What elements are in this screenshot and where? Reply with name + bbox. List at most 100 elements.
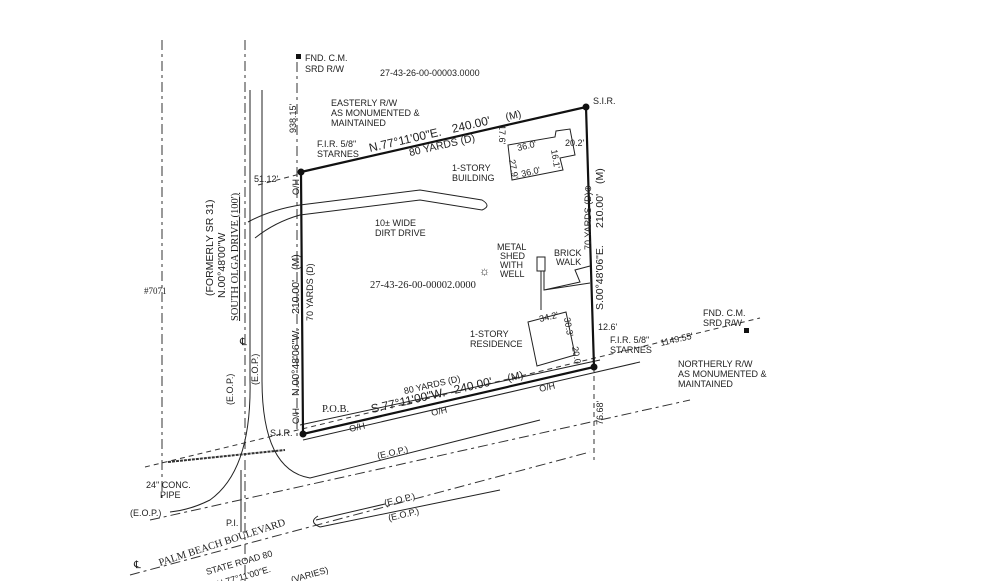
overhead-line-2	[302, 361, 641, 441]
dim-51: 51.12'	[254, 174, 279, 184]
olga-bearing: N.00°48'00"W	[216, 233, 228, 298]
dirt-drive-label-2: DIRT DRIVE	[375, 228, 426, 238]
parcel-subject-id: 27-43-26-00-00002.0000	[370, 280, 476, 291]
oh-label-3: O/H	[348, 421, 366, 434]
pipe-label: 24" CONC.	[146, 480, 191, 490]
parcel-north-id: 27-43-26-00-00003.0000	[380, 68, 480, 78]
north-measured: (M)	[504, 108, 522, 123]
olga-eop-west	[169, 90, 251, 513]
res-dim-30: 30.3'	[562, 317, 575, 338]
res-dim-12: 12.6'	[598, 322, 618, 332]
walk-label-2: WALK	[556, 257, 581, 267]
eop-label: (E.O.P.)	[376, 444, 409, 461]
olga-eop-west-label: (E.O.P.)	[225, 374, 235, 405]
fir-nw-label-2: STARNES	[317, 149, 359, 159]
building-label: 1-STORY	[452, 163, 491, 173]
overhead-line	[299, 359, 601, 426]
east-measured: (M)	[594, 168, 606, 184]
residence-label: 1-STORY	[470, 329, 509, 339]
concrete-pipe	[167, 449, 286, 463]
brick-walk	[540, 265, 591, 310]
sir-sw-marker	[299, 430, 307, 438]
ref-number: #7071	[144, 286, 167, 296]
dim-1149: 1149.55'	[659, 331, 694, 348]
oh-label: O/H	[430, 405, 448, 418]
palm-eop-2	[319, 489, 501, 528]
shed-label-4: WELL	[500, 269, 525, 279]
residence-label-2: RESIDENCE	[470, 339, 523, 349]
palm-centerline-symbol: ℄	[133, 559, 141, 571]
dirt-drive-label: 10± WIDE	[375, 218, 416, 228]
bldg-dim-27: 27.9'	[507, 159, 520, 180]
bldg-dim-36-bottom: 36.0'	[520, 165, 541, 179]
one-story-building	[507, 128, 576, 181]
palm-centerline	[129, 451, 591, 576]
olga-road-name: SOUTH OLGA DRIVE (100')	[230, 192, 241, 321]
fir-se-label: F.I.R. 5/8"	[610, 335, 649, 345]
shed-label: METAL	[497, 242, 526, 252]
res-dim-34: 34.2'	[538, 310, 559, 324]
west-measured: (M)	[290, 254, 302, 270]
easterly-rw-note-2: AS MONUMENTED &	[331, 108, 420, 118]
east-bearing: S.00°48'06"E.	[594, 245, 606, 310]
dim-76: 76.68'	[595, 400, 605, 425]
east-deed: 70 YARDS (D)⊕	[583, 185, 593, 250]
fnd-cm-east-label-2: SRD R/W	[703, 318, 743, 328]
fir-se-label-2: STARNES	[610, 345, 652, 355]
dirt-drive	[247, 189, 488, 239]
southerly-line	[149, 399, 691, 521]
northerly-rw-note-3: MAINTAINED	[678, 379, 733, 389]
sir-ne-label: S.I.R.	[593, 96, 616, 106]
west-distance: 210.00'	[290, 280, 302, 314]
olga-eop-east-label: (E.O.P.)	[250, 354, 260, 385]
west-bearing: N.00°48'06"W.	[290, 328, 302, 396]
pob-label: P.O.B.	[322, 404, 349, 415]
building-label-2: BUILDING	[452, 173, 495, 183]
olga-centerline-symbol: ℄	[239, 336, 247, 348]
oh-label-5: O/H	[291, 408, 301, 424]
palm-road-name: PALM BEACH BOULEVARD	[158, 517, 288, 569]
sir-ne-marker	[582, 103, 590, 111]
shed-label-2: SHED	[500, 251, 526, 261]
south-measured: (M)	[506, 369, 524, 384]
walk-label: BRICK	[554, 248, 582, 258]
bldg-dim-20: 20.2'	[565, 138, 585, 148]
easterly-rw-note: EASTERLY R/W	[331, 98, 398, 108]
fir-nw-marker	[297, 168, 305, 176]
dim-938: 938.15'	[288, 103, 298, 133]
palm-eop	[313, 503, 386, 528]
one-story-residence	[527, 311, 576, 367]
west-deed: 70 YARDS (D)	[305, 263, 315, 321]
northerly-rw-note-2: AS MONUMENTED &	[678, 369, 767, 379]
shed-label-3: WITH	[500, 260, 523, 270]
fir-se-marker	[590, 363, 598, 371]
olga-eop-east	[261, 90, 541, 479]
northerly-rw-line	[144, 317, 761, 468]
northerly-rw-note: NORTHERLY R/W	[678, 359, 753, 369]
palm-eop-label-2: (E.O.P.)	[387, 506, 420, 523]
res-dim-20: 20.0'	[570, 346, 583, 367]
fnd-cm-north-label-2: SRD R/W	[305, 64, 345, 74]
olga-former-label: (FORMERLY SR 31)	[204, 200, 216, 296]
bldg-dim-17: 17.6'	[497, 125, 507, 145]
fnd-cm-north-label: FND. C.M.	[305, 53, 348, 63]
bldg-dim-36-top: 36.0'	[516, 139, 537, 153]
bldg-dim-16: 16.1'	[549, 149, 562, 170]
fnd-cm-east-label: FND. C.M.	[703, 308, 746, 318]
eop-label-2: (E.O.P.)	[130, 508, 161, 518]
fnd-cm-east-marker	[744, 328, 749, 333]
sun-icon: ☼	[479, 264, 490, 278]
easterly-rw-note-3: MAINTAINED	[331, 118, 386, 128]
pi-label: P.I.	[226, 518, 238, 528]
fnd-cm-north-marker	[296, 54, 301, 59]
sir-sw-label: S.I.R.	[270, 428, 293, 438]
palm-varies: (VARIES)	[290, 565, 330, 581]
metal-shed	[536, 256, 546, 272]
palm-eop-label: (E.O.P.)	[383, 491, 416, 508]
oh-label-2: O/H	[538, 381, 556, 394]
dim-51-line	[257, 173, 301, 186]
fir-nw-label: F.I.R. 5/8"	[317, 139, 356, 149]
oh-label-4: O/H	[291, 179, 301, 195]
